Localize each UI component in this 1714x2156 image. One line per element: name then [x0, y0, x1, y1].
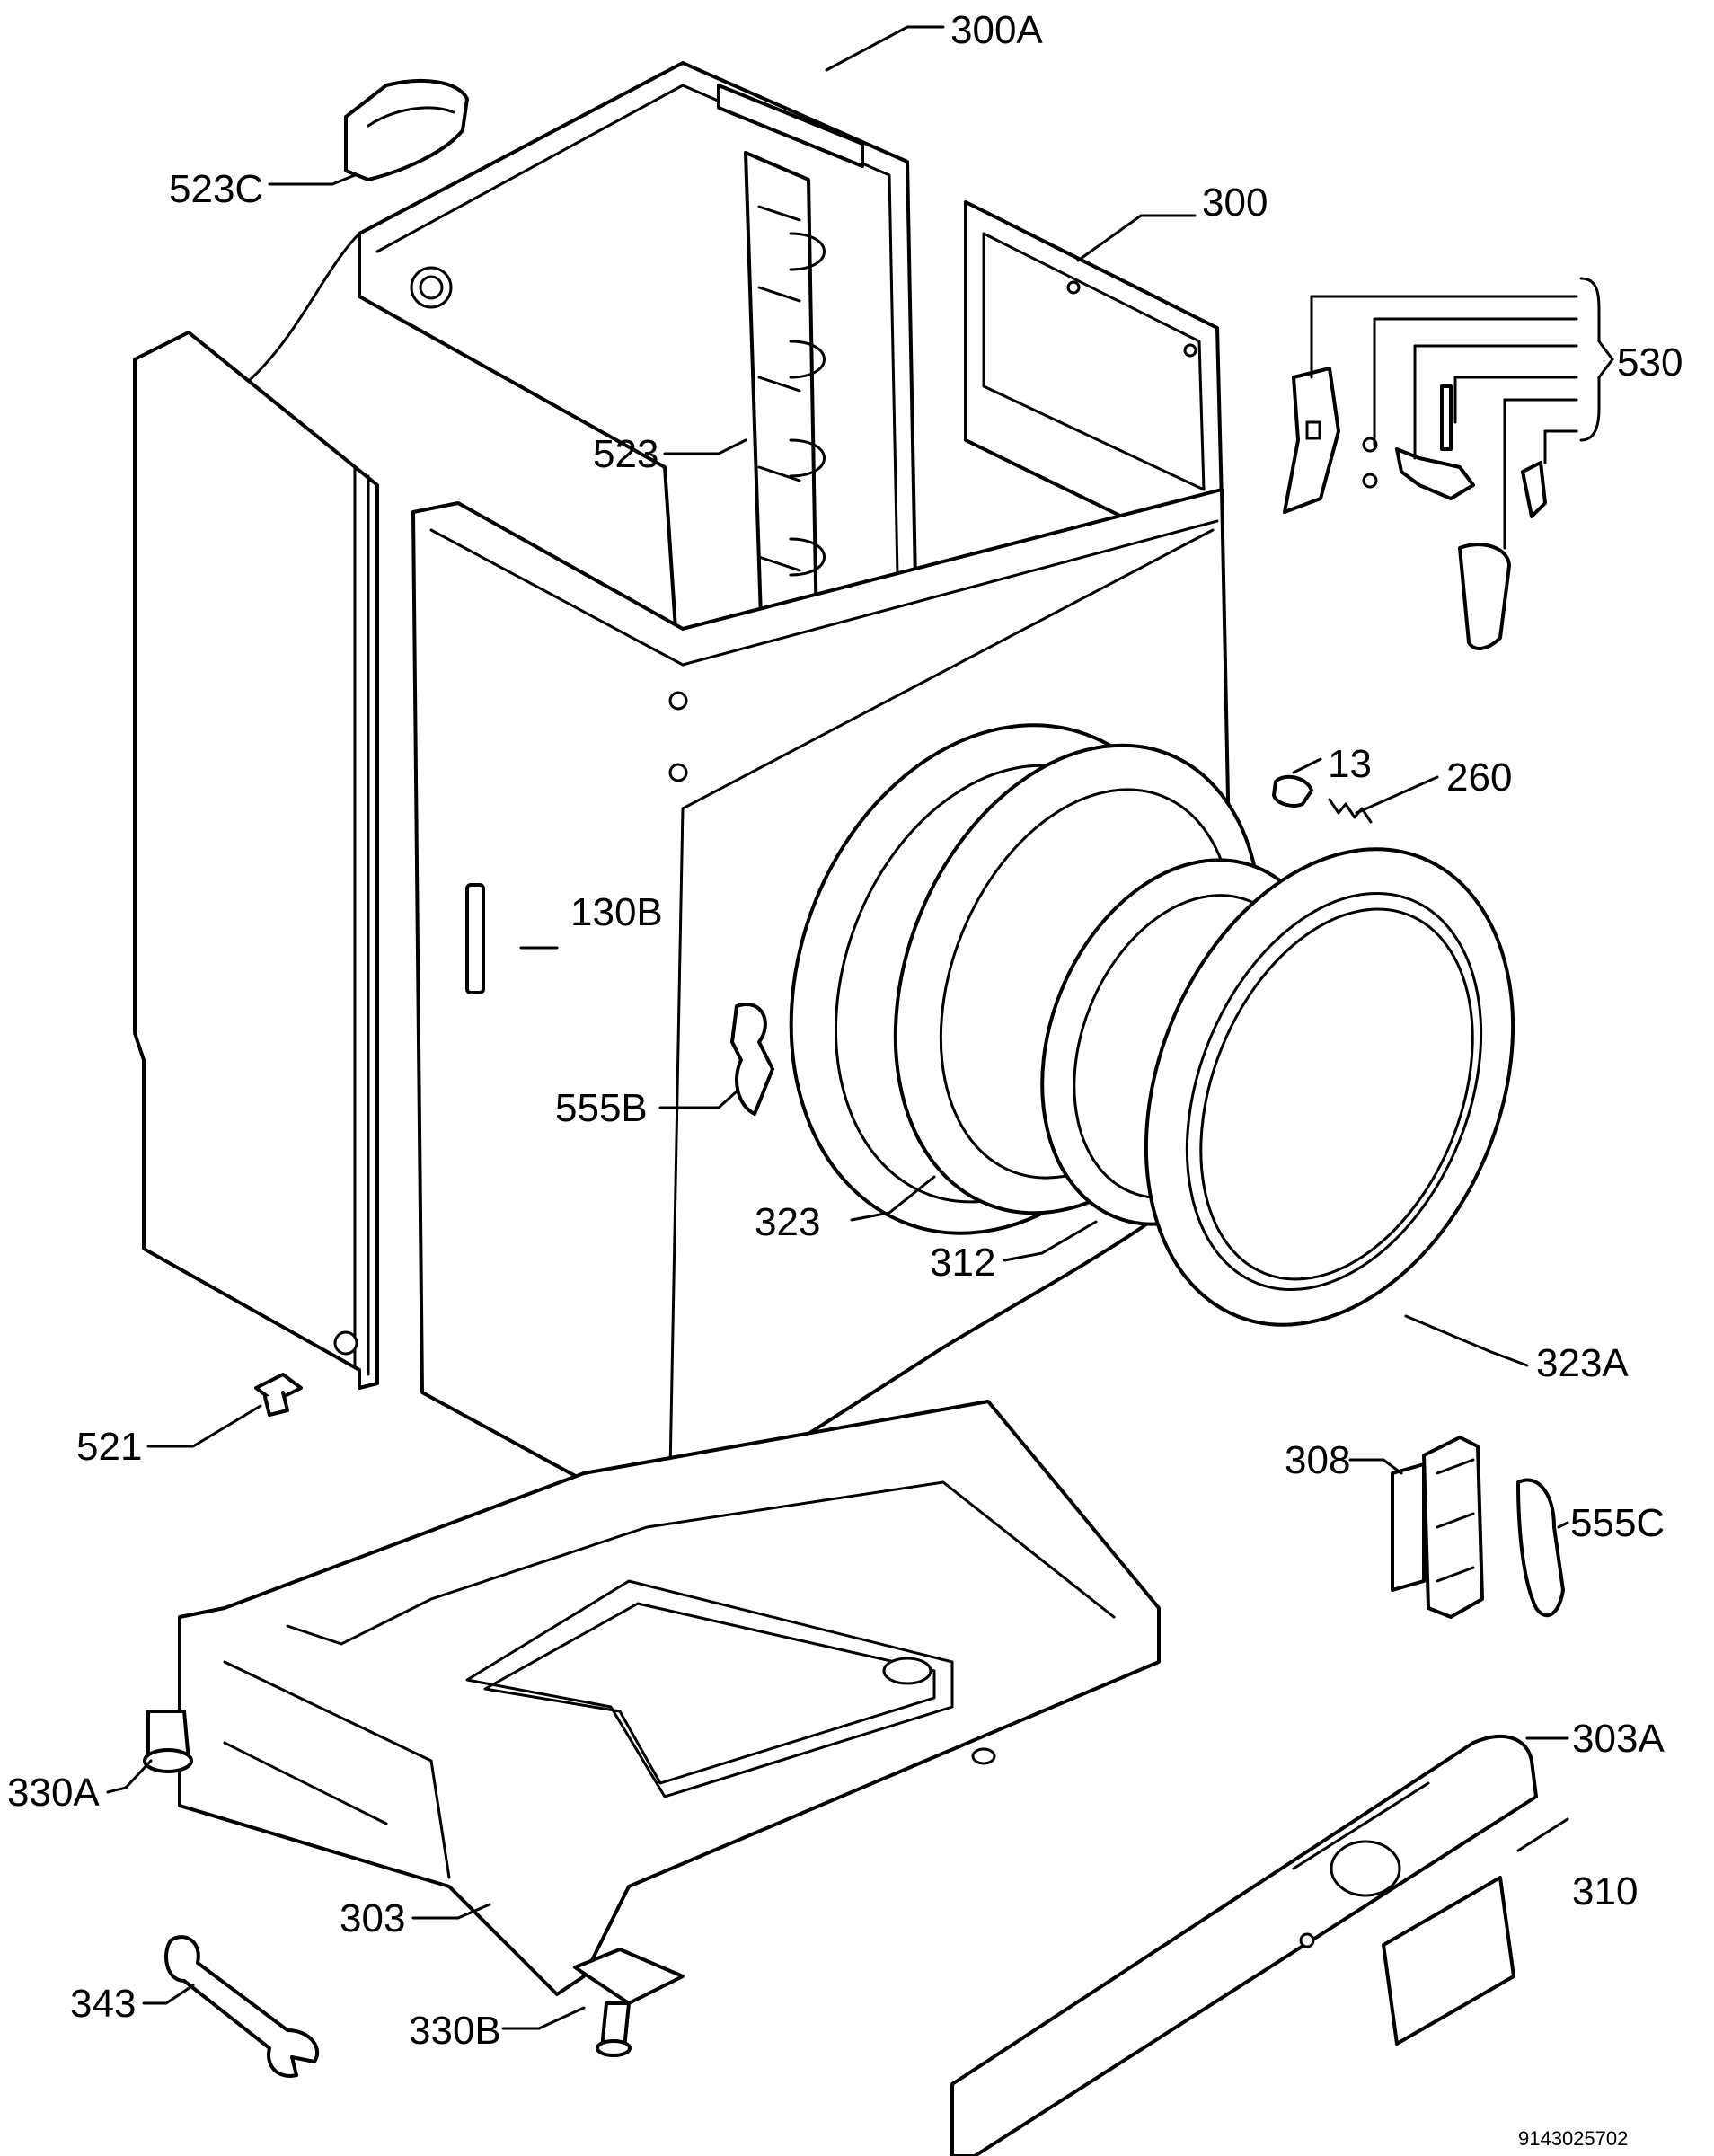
panel-flap-part: [1382, 1876, 1515, 2046]
door-frame-part: [1144, 847, 1515, 1327]
control-panel-part: [950, 1734, 1538, 2156]
callout-555c: 555C: [1570, 1501, 1665, 1545]
callout-312: 312: [930, 1241, 995, 1285]
callout-300a: 300A: [950, 8, 1043, 52]
label-slot-part: [465, 883, 485, 994]
callout-555b: 555B: [555, 1086, 648, 1130]
callout-labels: 300A 523C 300 530 523 13 260 130B 555B 3…: [7, 8, 1683, 2150]
callout-530: 530: [1617, 340, 1683, 384]
callout-343: 343: [70, 1982, 136, 2026]
callout-323a: 323A: [1536, 1341, 1629, 1385]
callout-523c: 523C: [169, 167, 263, 211]
callout-521: 521: [76, 1425, 142, 1469]
base-frame-part: [178, 1400, 1161, 1996]
callout-303a: 303A: [1572, 1717, 1665, 1761]
callout-13: 13: [1328, 742, 1372, 786]
leader-lines: [106, 25, 1614, 2030]
callout-130b: 130B: [570, 890, 663, 934]
callout-323: 323: [755, 1200, 820, 1244]
foot-a-part: [143, 1710, 193, 1773]
screw-part: [254, 1373, 303, 1417]
side-panel-left-part: [133, 331, 379, 1390]
handle-cover-part: [1516, 1478, 1565, 1618]
callout-523: 523: [593, 432, 658, 476]
foot-b-part: [573, 1948, 685, 2057]
handle-clip-part: [730, 1003, 774, 1116]
callout-300: 300: [1202, 181, 1268, 225]
plug-part: [1272, 774, 1313, 808]
wrench-part: [164, 1935, 320, 2078]
callout-330b: 330B: [409, 2009, 501, 2053]
side-panel-right-part: [964, 200, 1224, 541]
callout-303: 303: [340, 1896, 405, 1940]
callout-308: 308: [1285, 1438, 1350, 1482]
top-clip-part: [344, 79, 469, 181]
document-number: 9143025702: [1518, 2127, 1628, 2150]
callout-330a: 330A: [7, 1771, 100, 1815]
callout-310: 310: [1572, 1869, 1638, 1913]
hinge-part: [1391, 1436, 1484, 1619]
callout-260: 260: [1446, 755, 1512, 800]
